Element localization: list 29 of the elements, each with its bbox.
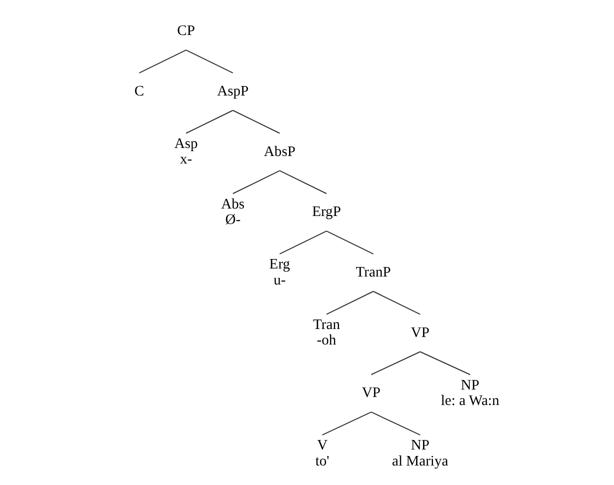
node-text: Erg u- — [269, 256, 290, 288]
node-text: TranP — [356, 264, 391, 281]
connector — [279, 230, 327, 254]
node-text: C — [134, 84, 144, 100]
node-text: Asp x- — [174, 136, 198, 168]
node-text: NP le: a Wa:n — [440, 377, 500, 409]
node-text: V to' — [315, 438, 330, 470]
node-text: VP — [410, 324, 430, 341]
connector — [371, 351, 420, 376]
connector — [279, 170, 327, 194]
connector — [186, 110, 234, 134]
connector — [326, 230, 374, 254]
connector — [139, 50, 186, 74]
connector — [326, 290, 374, 315]
node-text: CP — [177, 23, 195, 40]
node-text: AspP — [217, 84, 249, 100]
node-text: AbsP — [264, 144, 296, 160]
connector — [420, 351, 470, 376]
node-text: NP al Mariya — [392, 438, 448, 470]
node-text: VP — [362, 385, 381, 402]
node-text: ErgP — [312, 204, 341, 220]
connector — [373, 290, 420, 315]
node-text: Tran -oh — [313, 317, 340, 349]
node-text: Abs Ø- — [221, 196, 245, 228]
connector — [322, 412, 372, 436]
connector — [371, 412, 420, 436]
connector — [232, 110, 280, 134]
connector — [186, 50, 234, 74]
connector — [232, 170, 280, 194]
